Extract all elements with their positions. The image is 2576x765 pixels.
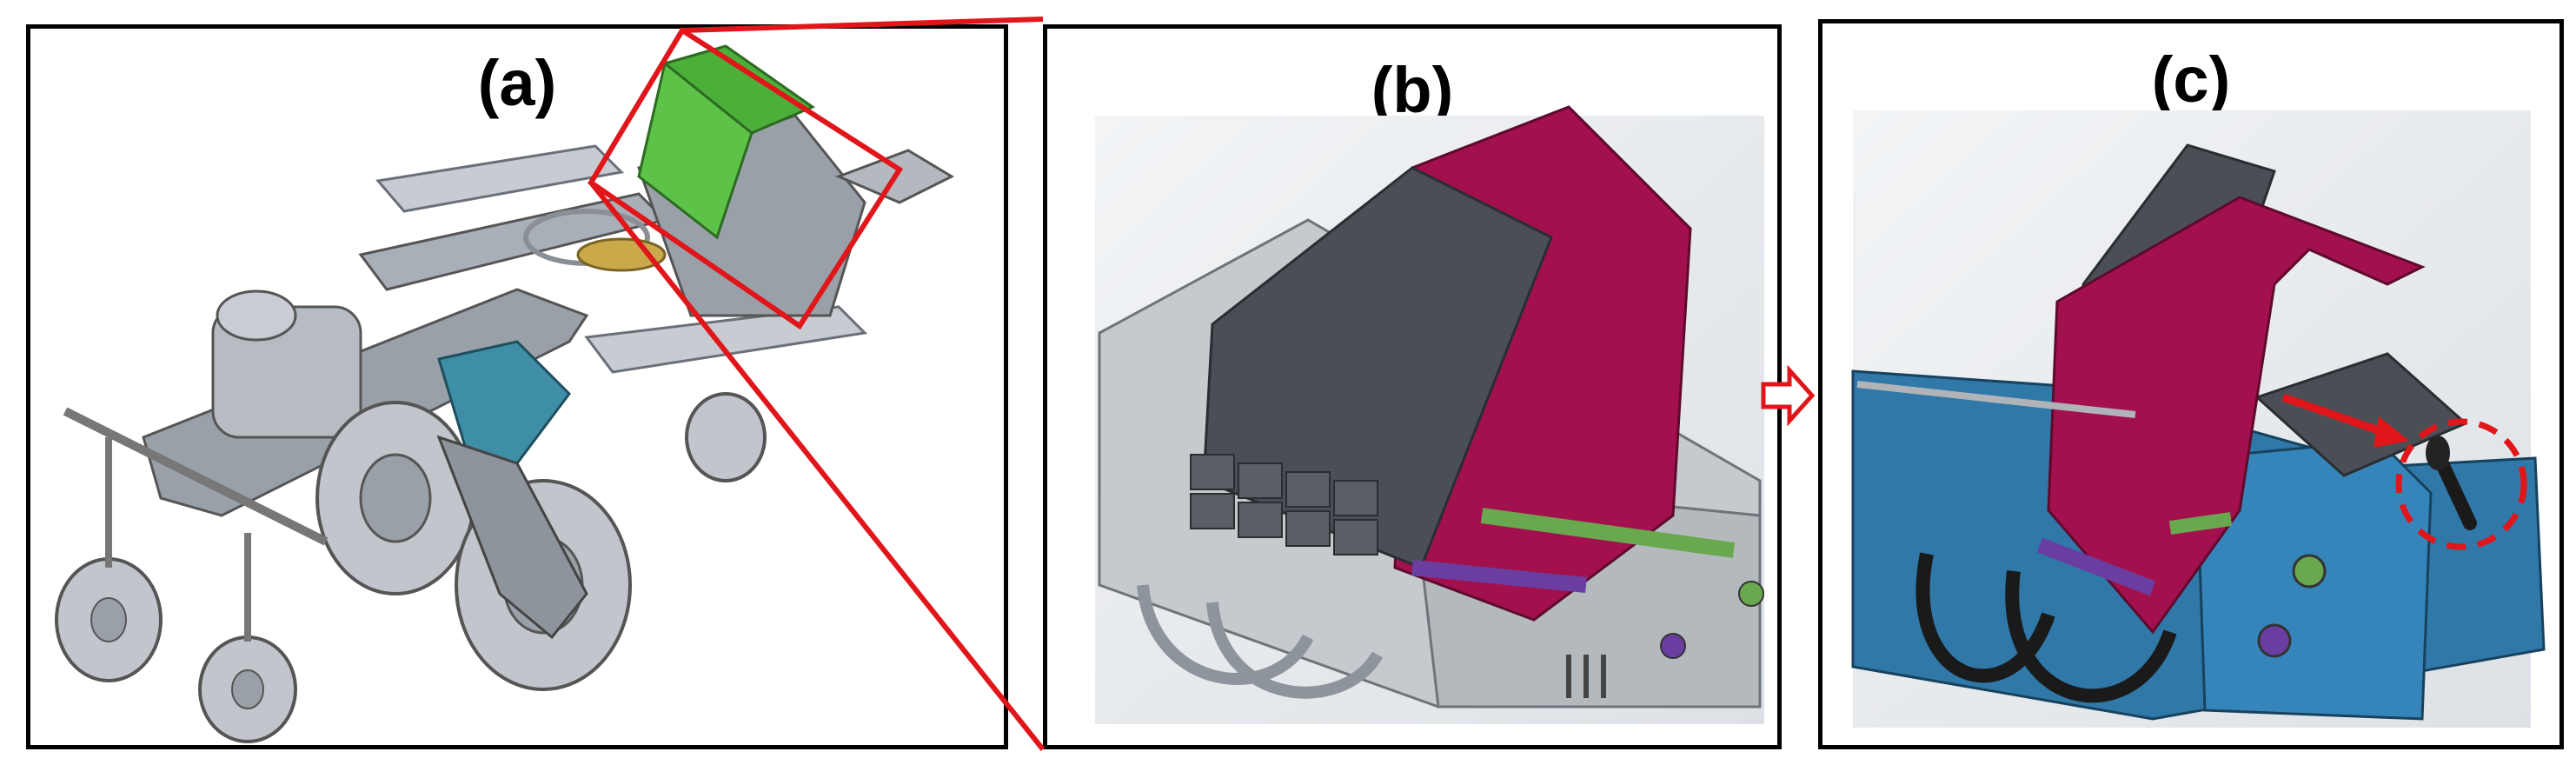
tension-rod <box>1856 381 2136 418</box>
seedling-cells <box>1190 454 1378 555</box>
guide-bar <box>63 407 329 546</box>
panel-b: (b) <box>1043 24 1782 749</box>
engine-tank <box>216 289 297 342</box>
purple-shaft <box>1411 560 1587 593</box>
panel-c-label: (c) <box>2151 43 2231 116</box>
direction-arrow-icon <box>2281 393 2385 436</box>
main-frame <box>142 288 589 517</box>
panel-a-label: (a) <box>477 47 557 119</box>
green-shaft <box>1480 508 1736 558</box>
green-shaft <box>2168 512 2233 535</box>
claw-curves <box>1137 584 1384 699</box>
right-arrow-icon <box>1761 365 1816 426</box>
adjustment-lever <box>2433 451 2477 530</box>
hydraulic-linkage <box>437 340 571 465</box>
lever-highlight-circle <box>2395 418 2527 550</box>
panel-c: (c) <box>1818 19 2564 749</box>
front-wheel-small <box>685 392 767 482</box>
tray-mechanism-closeup <box>1095 105 1764 724</box>
black-claws <box>1915 552 2177 703</box>
machine-overview-illustration <box>55 44 955 743</box>
panel-b-label: (b) <box>1371 54 1454 126</box>
upper-seat-platform <box>375 144 625 213</box>
purple-shaft <box>2036 537 2156 596</box>
drive-arm <box>436 435 588 640</box>
adjusted-mechanism-view <box>1851 110 2546 728</box>
panel-a: (a) <box>26 24 1008 749</box>
